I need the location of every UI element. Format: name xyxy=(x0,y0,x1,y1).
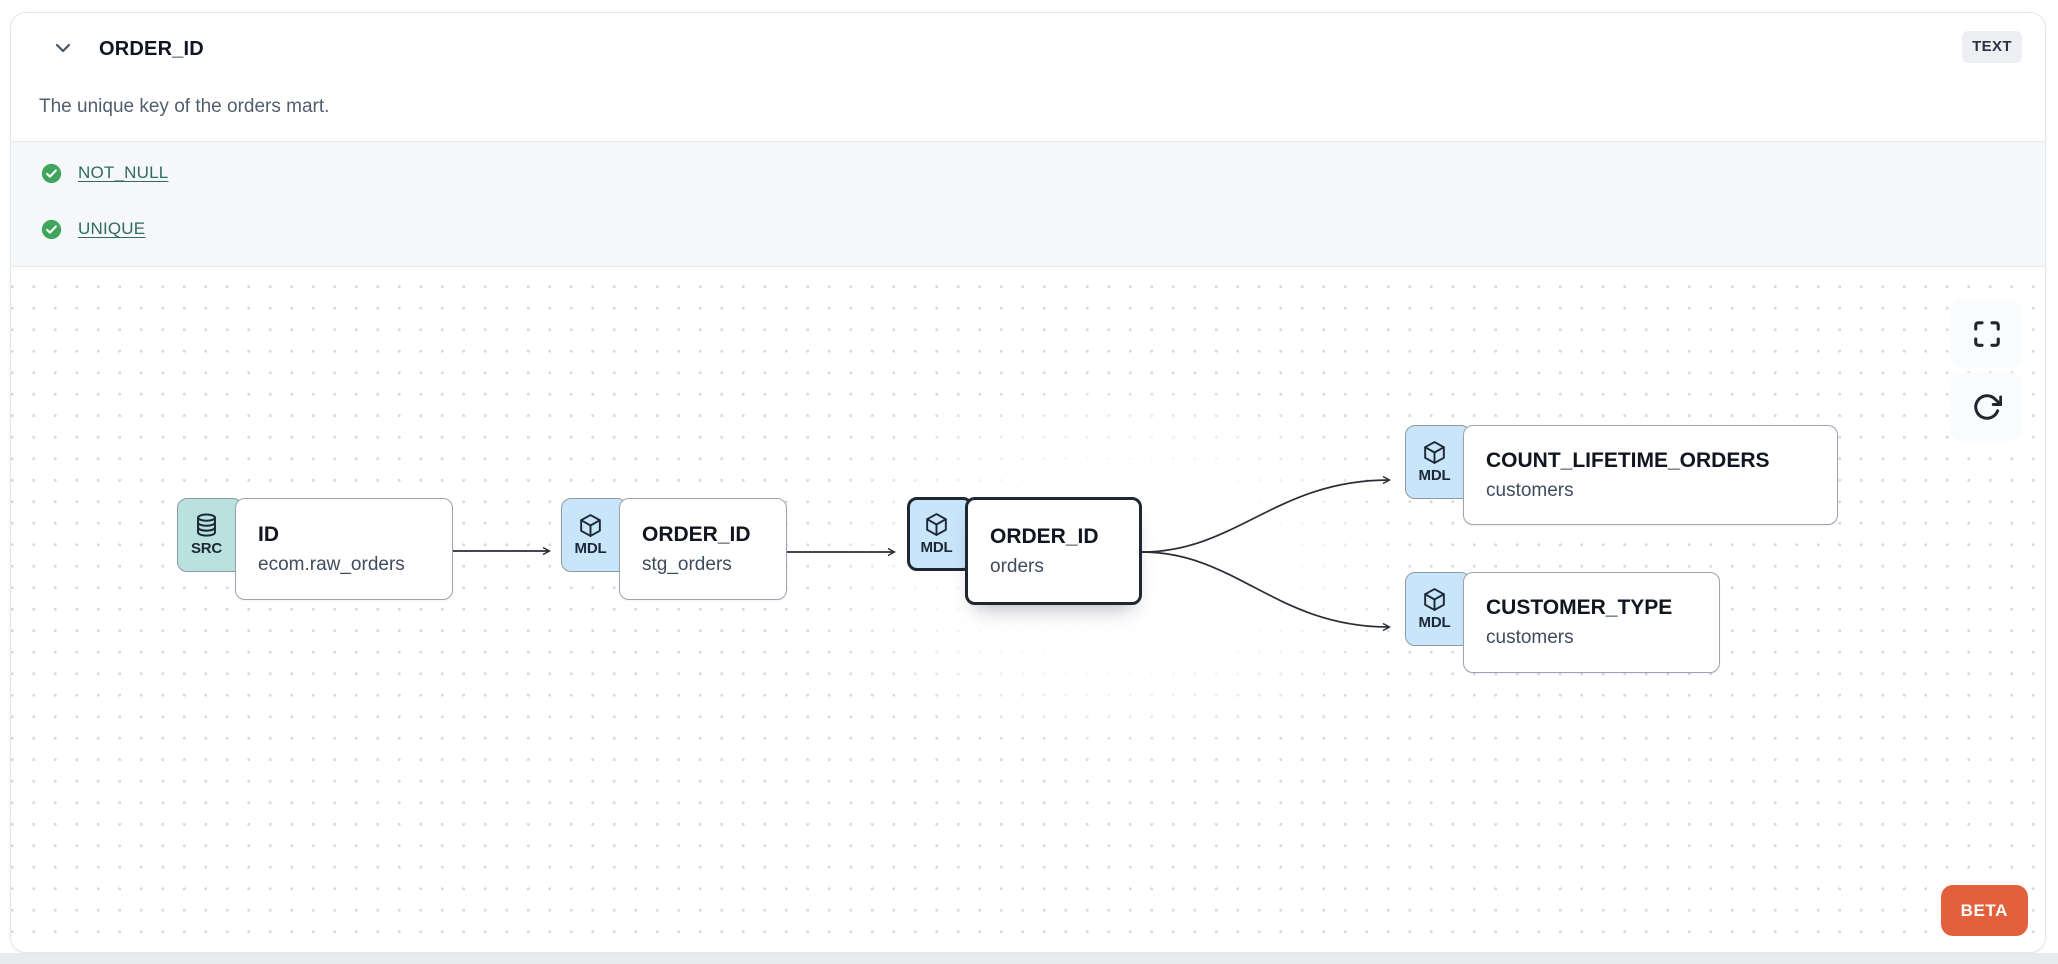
page-background-strip xyxy=(0,953,2058,964)
node-badge-label: MDL xyxy=(1418,614,1451,631)
check-circle-icon xyxy=(41,163,62,184)
cube-icon xyxy=(923,511,950,538)
node-subtitle: stg_orders xyxy=(642,553,732,575)
lineage-node-stg-order-id[interactable]: MDL ORDER_ID stg_orders xyxy=(561,498,787,600)
test-link-unique[interactable]: UNIQUE xyxy=(41,205,145,253)
cube-icon xyxy=(1421,586,1448,613)
node-badge-mdl: MDL xyxy=(561,498,627,572)
node-title: CUSTOMER_TYPE xyxy=(1486,596,1673,619)
beta-badge: BETA xyxy=(1940,885,2028,936)
collapse-toggle[interactable] xyxy=(49,35,77,63)
lineage-canvas[interactable]: SRC ID ecom.raw_orders MDL ORDER_ID stg_… xyxy=(11,267,2045,952)
node-badge-mdl: MDL xyxy=(907,497,973,571)
node-title: ORDER_ID xyxy=(642,522,751,546)
refresh-icon xyxy=(1972,392,2002,422)
node-badge-src: SRC xyxy=(177,498,243,572)
fullscreen-icon xyxy=(1972,319,2002,349)
column-details-card: ORDER_ID TEXT The unique key of the orde… xyxy=(10,12,2046,953)
node-badge-mdl: MDL xyxy=(1405,572,1471,646)
tests-section: NOT_NULL UNIQUE xyxy=(11,141,2045,267)
node-badge-label: MDL xyxy=(574,540,607,557)
header: ORDER_ID TEXT The unique key of the orde… xyxy=(11,13,2045,141)
lineage-edges xyxy=(453,475,1391,632)
node-badge-label: MDL xyxy=(920,539,953,556)
node-title: COUNT_LIFETIME_ORDERS xyxy=(1486,448,1770,472)
node-badge-label: MDL xyxy=(1418,467,1451,484)
lineage-node-orders-order-id[interactable]: MDL ORDER_ID orders xyxy=(907,497,1142,605)
test-label: NOT_NULL xyxy=(78,163,169,182)
node-badge-label: SRC xyxy=(190,540,223,557)
lineage-node-count-lifetime-orders[interactable]: MDL COUNT_LIFETIME_ORDERS customers xyxy=(1405,425,1838,525)
test-link-not-null[interactable]: NOT_NULL xyxy=(41,149,168,197)
node-title: ORDER_ID xyxy=(990,524,1099,548)
refresh-button[interactable] xyxy=(1950,373,2023,441)
column-title: ORDER_ID xyxy=(99,37,204,60)
fullscreen-button[interactable] xyxy=(1950,300,2023,368)
column-description: The unique key of the orders mart. xyxy=(39,96,330,117)
node-badge-mdl: MDL xyxy=(1405,425,1471,499)
node-title: ID xyxy=(258,522,279,546)
lineage-node-src-id[interactable]: SRC ID ecom.raw_orders xyxy=(177,498,453,600)
column-type-badge: TEXT xyxy=(1962,31,2022,63)
cube-icon xyxy=(577,512,604,539)
database-icon xyxy=(193,512,220,539)
cube-icon xyxy=(1421,439,1448,466)
node-subtitle: ecom.raw_orders xyxy=(258,553,405,575)
chevron-down-icon xyxy=(51,36,75,63)
test-label: UNIQUE xyxy=(78,219,146,238)
canvas-controls xyxy=(1950,300,2023,441)
node-subtitle: customers xyxy=(1486,479,1574,501)
node-subtitle: customers xyxy=(1486,627,1574,649)
lineage-node-customer-type[interactable]: MDL CUSTOMER_TYPE customers xyxy=(1405,572,1720,673)
node-subtitle: orders xyxy=(990,555,1044,577)
check-circle-icon xyxy=(41,219,62,240)
